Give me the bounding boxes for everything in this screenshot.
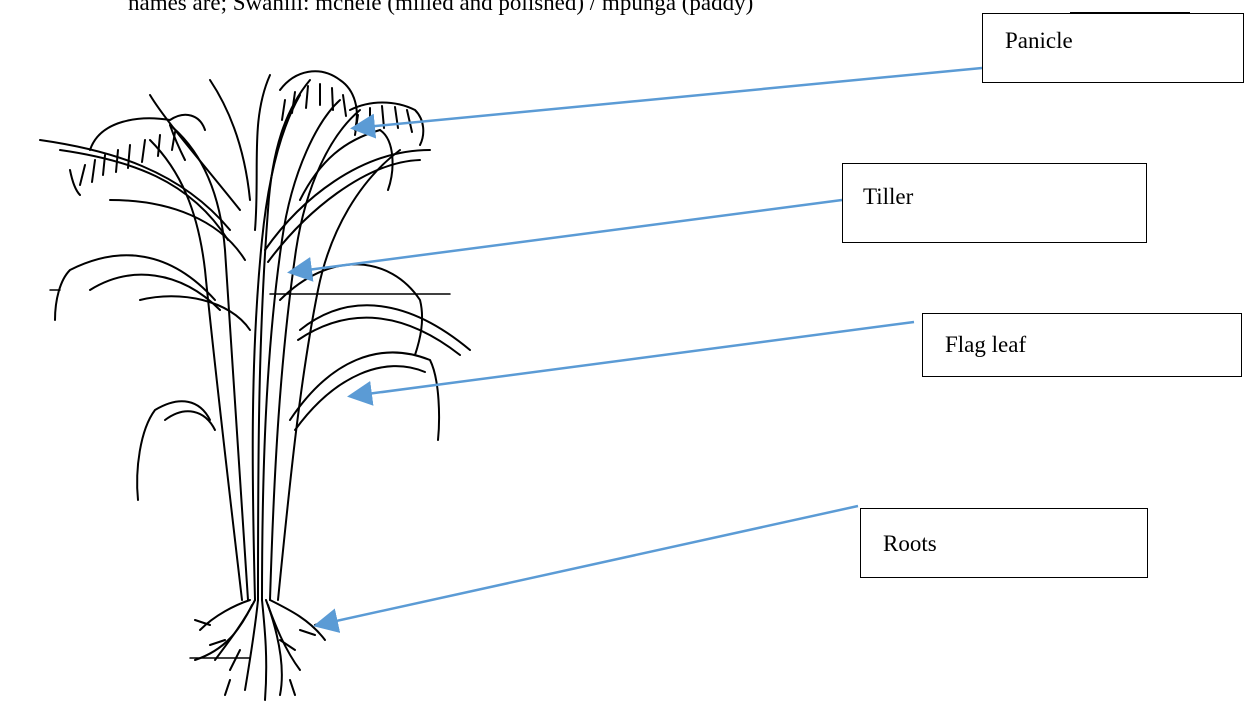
label-tiller: Tiller [863,184,913,210]
stem [150,140,242,600]
root [266,600,300,670]
root [195,605,252,660]
leaf [40,140,230,230]
leaf [298,318,460,355]
label-flag-leaf: Flag leaf [945,332,1026,358]
panicle [280,71,357,130]
root [270,600,325,640]
panicle [355,106,412,135]
root [268,605,282,695]
root [200,600,250,630]
leaf [137,401,210,500]
leaf [210,80,250,200]
leaf [295,366,425,430]
root [262,600,266,700]
panicle [282,84,346,120]
root [210,630,315,670]
label-panicle: Panicle [1005,28,1073,54]
label-roots: Roots [883,531,937,557]
leaf [90,275,220,310]
leaf [290,353,439,441]
arrow-tiller [292,200,842,272]
stem [258,80,310,600]
stem [170,125,248,600]
stem [262,100,340,600]
label-box-tiller: Tiller [842,163,1147,243]
arrow-flag-leaf [352,322,914,396]
leaf [300,130,393,200]
label-box-roots: Roots [860,508,1148,578]
arrow-roots [318,506,858,625]
stem [270,110,360,600]
arrow-panicle [355,68,982,128]
leaf [140,296,250,330]
stem [278,150,400,600]
label-box-flag-leaf: Flag leaf [922,313,1242,377]
label-box-panicle: Panicle [982,13,1244,83]
